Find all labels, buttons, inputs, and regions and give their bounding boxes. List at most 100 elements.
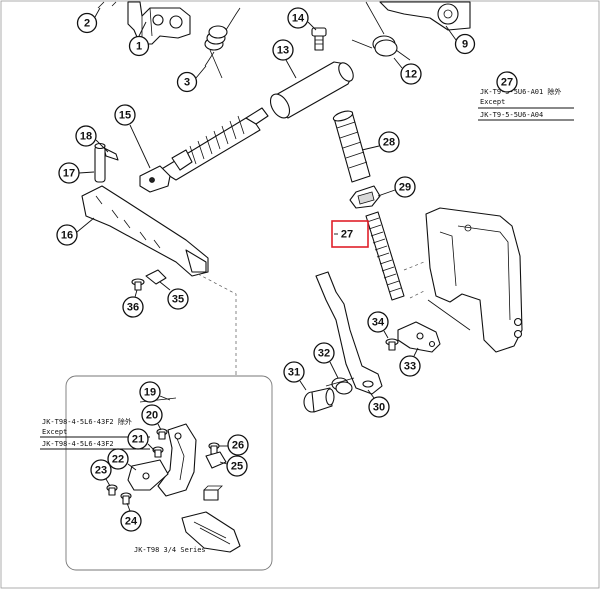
inset-presser-arm bbox=[157, 423, 197, 497]
part-34-screw bbox=[385, 338, 399, 351]
callouts: 1239121314151617181920212223242526272728… bbox=[56, 7, 518, 532]
callout-33: 33 bbox=[399, 347, 421, 377]
part-21-screw bbox=[152, 446, 164, 458]
callout-18: 18 bbox=[75, 125, 109, 153]
highlight-box bbox=[331, 220, 369, 248]
callout-9: 9 bbox=[445, 25, 476, 55]
callout-3: 3 bbox=[176, 65, 207, 93]
callout-leader bbox=[285, 59, 297, 79]
callout-leader bbox=[393, 57, 403, 69]
part-27-spring bbox=[365, 211, 405, 301]
inset-frame bbox=[65, 375, 273, 571]
callout-14: 14 bbox=[287, 7, 317, 31]
part-14-screw bbox=[311, 27, 327, 51]
callout-27: 27 bbox=[334, 229, 353, 241]
callout-leader bbox=[383, 330, 389, 339]
part-29-nut bbox=[349, 185, 381, 209]
callout-leader bbox=[445, 25, 457, 41]
callout-circle bbox=[128, 35, 150, 57]
callout-leader bbox=[159, 281, 171, 291]
callout-circle bbox=[496, 71, 518, 93]
callout-circle bbox=[272, 39, 294, 61]
part-22-plate bbox=[127, 459, 169, 491]
callout-label: 23 bbox=[95, 465, 107, 477]
callout-26: 26 bbox=[219, 434, 249, 456]
callout-circle bbox=[400, 63, 422, 85]
callout-label: 16 bbox=[61, 230, 73, 242]
callout-label: 26 bbox=[232, 440, 244, 452]
callout-circle bbox=[394, 176, 416, 198]
callout-label: 31 bbox=[288, 367, 300, 379]
callout-circle bbox=[368, 396, 390, 418]
callout-leader bbox=[413, 347, 419, 357]
callout-label: 36 bbox=[127, 302, 139, 314]
callout-circle bbox=[399, 355, 421, 377]
callout-leader bbox=[126, 502, 131, 512]
part-25-washer bbox=[205, 451, 227, 469]
part-16-lever bbox=[81, 185, 209, 277]
note-inset-line1: JK-T98-4-5L6-43F2 除外 bbox=[42, 417, 132, 426]
frame-bracket bbox=[425, 207, 523, 353]
callout-label: 25 bbox=[231, 461, 243, 473]
callout-34: 34 bbox=[367, 311, 389, 339]
callout-23: 23 bbox=[90, 459, 112, 487]
callout-label: 20 bbox=[146, 410, 158, 422]
callout-circle bbox=[227, 434, 249, 456]
callout-30: 30 bbox=[367, 389, 390, 418]
callout-circle bbox=[176, 71, 198, 93]
callout-label: 14 bbox=[292, 13, 305, 25]
part-28-threaded-sleeve bbox=[332, 110, 371, 183]
callout-leader bbox=[94, 7, 101, 18]
callout-label: 2 bbox=[84, 18, 90, 30]
note-inset-line2: Except bbox=[42, 428, 67, 436]
callout-28: 28 bbox=[361, 131, 400, 153]
callout-leader bbox=[159, 395, 171, 401]
callout-31: 31 bbox=[283, 361, 307, 391]
callout-12: 12 bbox=[393, 57, 422, 85]
dashed-guide-1 bbox=[197, 273, 237, 372]
callout-13: 13 bbox=[272, 39, 297, 79]
callout-16: 16 bbox=[56, 217, 95, 246]
callout-15: 15 bbox=[114, 104, 151, 169]
part-36-screw bbox=[131, 278, 145, 291]
inset-caption: JK-T98 3/4 Series bbox=[134, 546, 206, 554]
callout-19: 19 bbox=[139, 381, 171, 403]
callout-circle bbox=[283, 361, 305, 383]
part-31-stud bbox=[303, 387, 335, 413]
callout-24: 24 bbox=[120, 502, 142, 532]
callout-leader bbox=[105, 478, 111, 487]
callout-20: 20 bbox=[141, 404, 163, 431]
part-17-pin bbox=[94, 142, 106, 183]
callout-leader bbox=[147, 443, 156, 452]
callout-label: 12 bbox=[405, 69, 417, 81]
callout-leader bbox=[95, 139, 109, 153]
callout-circle bbox=[378, 131, 400, 153]
inset-small-block bbox=[203, 485, 223, 501]
callout-circle bbox=[75, 125, 97, 147]
part-35-washer bbox=[145, 269, 167, 285]
note-right: JK-T9-5-5U6-A01 除外 Except JK-T9-5-5U6-A0… bbox=[478, 87, 574, 121]
callout-label: 13 bbox=[277, 45, 289, 57]
part-33-bracket bbox=[397, 321, 441, 353]
callout-label: 9 bbox=[462, 39, 468, 51]
part-1-bracket bbox=[127, 1, 191, 45]
callout-circle bbox=[454, 33, 476, 55]
callout-circle bbox=[141, 404, 163, 426]
callout-label: 19 bbox=[144, 387, 156, 399]
callout-22: 22 bbox=[107, 448, 137, 471]
callout-leader bbox=[361, 145, 380, 151]
callout-25: 25 bbox=[219, 455, 248, 477]
callout-circle bbox=[226, 455, 248, 477]
callout-label: 32 bbox=[318, 348, 330, 360]
part-12-spring bbox=[351, 1, 411, 61]
callout-circle bbox=[313, 342, 335, 364]
callout-label: 34 bbox=[372, 317, 385, 329]
callout-29: 29 bbox=[377, 176, 416, 198]
note-right-line2: Except bbox=[480, 98, 505, 106]
callout-circle bbox=[122, 296, 144, 318]
callout-leader bbox=[78, 171, 95, 174]
callout-21: 21 bbox=[127, 428, 156, 452]
callout-circle bbox=[76, 12, 98, 34]
